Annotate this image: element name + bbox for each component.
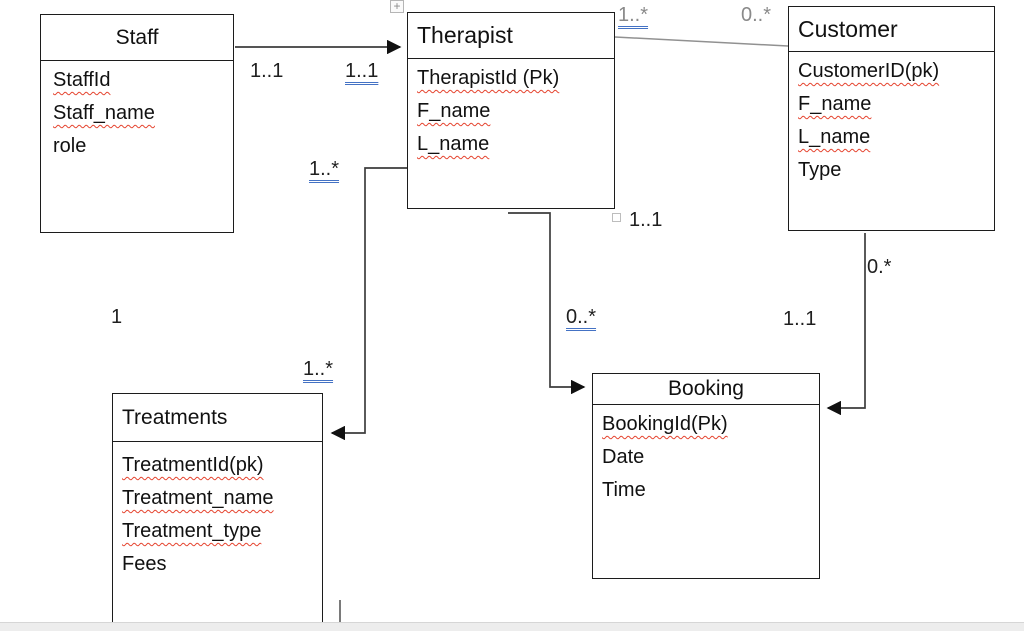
field-customerid: CustomerID(pk) — [798, 60, 940, 82]
field-therapistid: TherapistId (Pk) — [417, 67, 560, 89]
field-staff-name: Staff_name — [53, 102, 155, 124]
entity-customer[interactable]: Customer CustomerID(pk) F_name L_name Ty… — [788, 6, 995, 231]
field-therapist-fname: F_name — [417, 100, 491, 122]
field-customer-type: Type — [798, 159, 842, 181]
multiplicity-customer-side-booking: 0.* — [867, 256, 892, 278]
entity-booking[interactable]: Booking BookingId(Pk) Date Time — [592, 373, 820, 579]
page-bottom-margin — [0, 622, 1024, 631]
multiplicity-booking-side-customer: 1..1 — [783, 308, 817, 330]
field-treatment-name: Treatment_name — [122, 487, 274, 509]
entity-customer-title: Customer — [789, 7, 994, 52]
multiplicity-therapist-side-booking: 1..1 — [629, 209, 663, 231]
multiplicity-therapist-side-customer: 1..* — [618, 4, 649, 26]
connector-therapist-treatments[interactable] — [330, 167, 407, 441]
entity-treatments-fields: TreatmentId(pk) Treatment_name Treatment… — [113, 442, 322, 581]
field-date: Date — [602, 446, 645, 468]
entity-therapist-fields: TherapistId (Pk) F_name L_name — [408, 59, 614, 161]
field-time: Time — [602, 479, 646, 501]
field-customer-fname: F_name — [798, 93, 872, 115]
multiplicity-staff-side: 1..1 — [250, 60, 284, 82]
text-cursor — [339, 600, 341, 622]
field-treatmentid: TreatmentId(pk) — [122, 454, 264, 476]
selection-handle-icon[interactable] — [612, 213, 621, 222]
entity-therapist[interactable]: Therapist TherapistId (Pk) F_name L_name — [407, 12, 615, 209]
entity-staff-fields: StaffId Staff_name role — [41, 61, 233, 163]
field-treatment-type: Treatment_type — [122, 520, 262, 542]
entity-treatments[interactable]: Treatments TreatmentId(pk) Treatment_nam… — [112, 393, 323, 622]
entity-customer-fields: CustomerID(pk) F_name L_name Type — [789, 52, 994, 187]
entity-staff[interactable]: Staff StaffId Staff_name role — [40, 14, 234, 233]
multiplicity-treatments-side: 1..* — [303, 358, 334, 380]
field-staffid: StaffId — [53, 69, 111, 91]
field-fees: Fees — [122, 553, 167, 575]
field-customer-lname: L_name — [798, 126, 871, 148]
connector-therapist-customer[interactable] — [614, 36, 789, 47]
field-role: role — [53, 135, 87, 157]
multiplicity-therapist-side-staff: 1..1 — [345, 60, 379, 82]
multiplicity-booking-side-therapist: 0..* — [566, 306, 597, 328]
connector-therapist-booking[interactable] — [508, 212, 586, 395]
multiplicity-customer-side-therapist: 0..* — [741, 4, 772, 26]
entity-staff-title: Staff — [41, 15, 233, 61]
connector-customer-booking[interactable] — [826, 233, 866, 416]
field-bookingid: BookingId(Pk) — [602, 413, 728, 435]
entity-booking-fields: BookingId(Pk) Date Time — [593, 405, 819, 507]
multiplicity-standalone-one: 1 — [111, 306, 123, 328]
move-handle-icon[interactable]: + — [390, 0, 404, 13]
field-therapist-lname: L_name — [417, 133, 490, 155]
entity-therapist-title: Therapist — [408, 13, 614, 59]
entity-booking-title: Booking — [593, 374, 819, 405]
multiplicity-therapist-side-treatments: 1..* — [309, 158, 340, 180]
entity-treatments-title: Treatments — [113, 394, 322, 442]
